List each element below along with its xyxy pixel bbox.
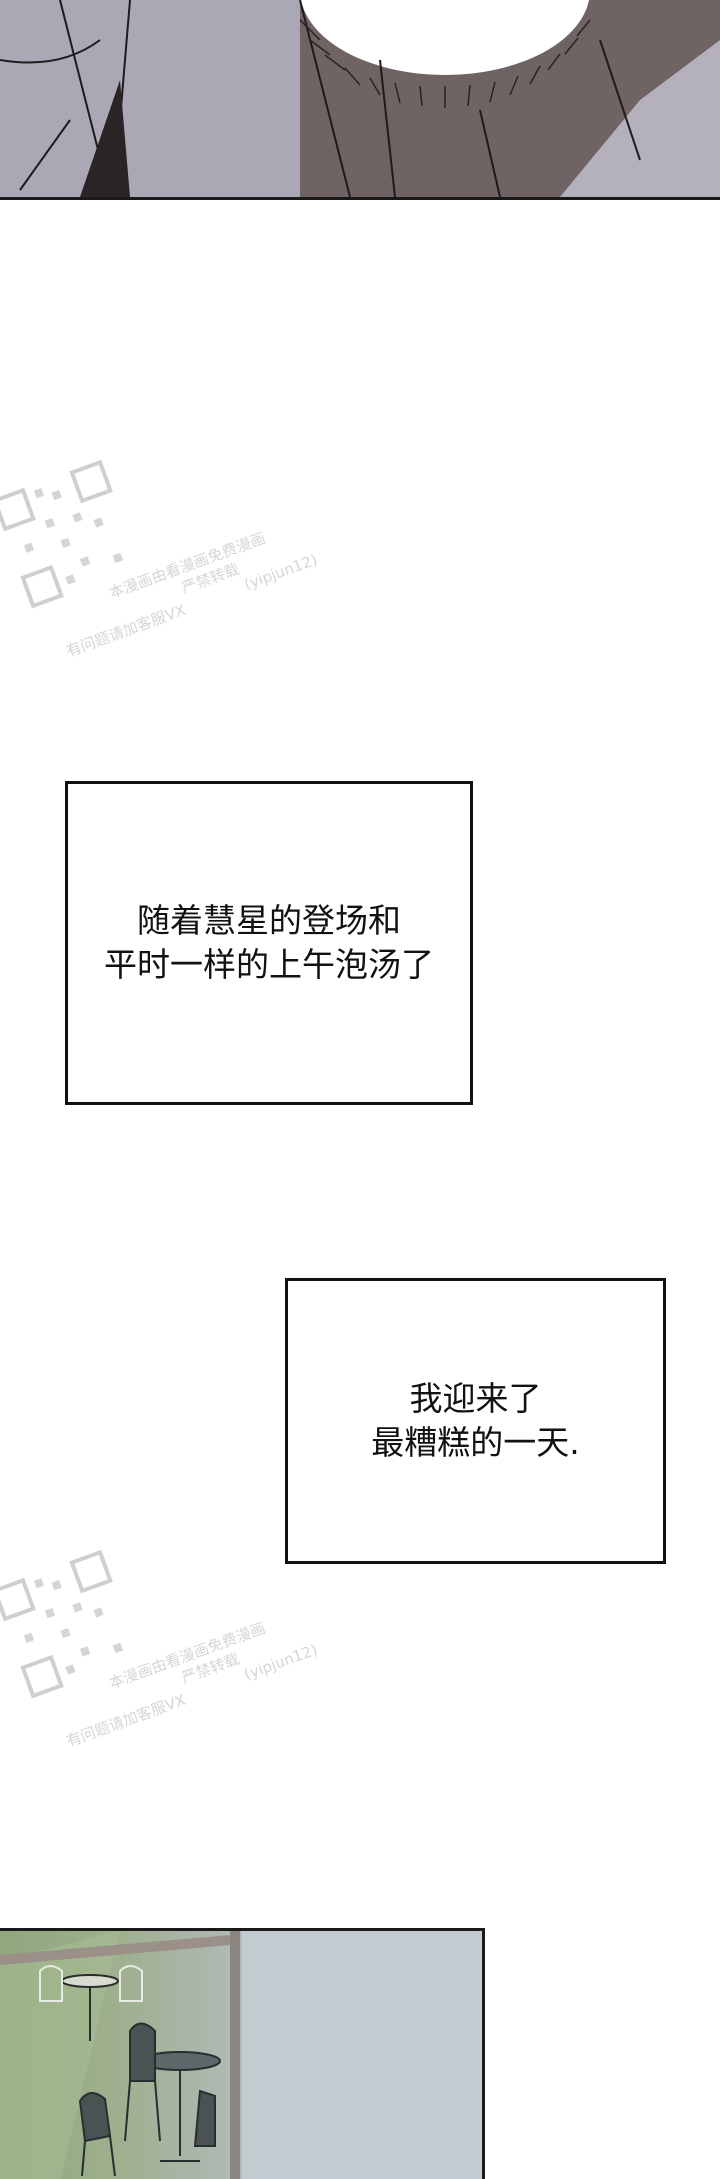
qr-code-icon: [0, 457, 144, 612]
top-panel-art: [0, 0, 720, 197]
top-comic-panel: [0, 0, 720, 200]
caption-1-line-2: 平时一样的上午泡汤了: [104, 945, 434, 984]
caption-1-line-1: 随着慧星的登场和: [137, 901, 401, 940]
watermark-line-2: 严禁转载: [179, 1649, 242, 1688]
patio-scene-art: [0, 1931, 482, 2179]
caption-box-2: 我迎来了 最糟糕的一天.: [285, 1278, 666, 1564]
caption-2-line-2: 最糟糕的一天.: [371, 1423, 580, 1462]
watermark-top: 本漫画由看漫画免费漫画 严禁转载 有问题请加客服VX (yipjun12): [0, 396, 350, 715]
watermark-line-2: 严禁转载: [179, 559, 242, 598]
qr-code-icon: [0, 1547, 144, 1702]
caption-2-line-1: 我迎来了: [409, 1379, 542, 1418]
watermark-bottom: 本漫画由看漫画免费漫画 严禁转载 有问题请加客服VX (yipjun12): [0, 1486, 350, 1805]
caption-box-1: 随着慧星的登场和 平时一样的上午泡汤了: [65, 781, 473, 1105]
bottom-comic-panel: [0, 1928, 485, 2179]
